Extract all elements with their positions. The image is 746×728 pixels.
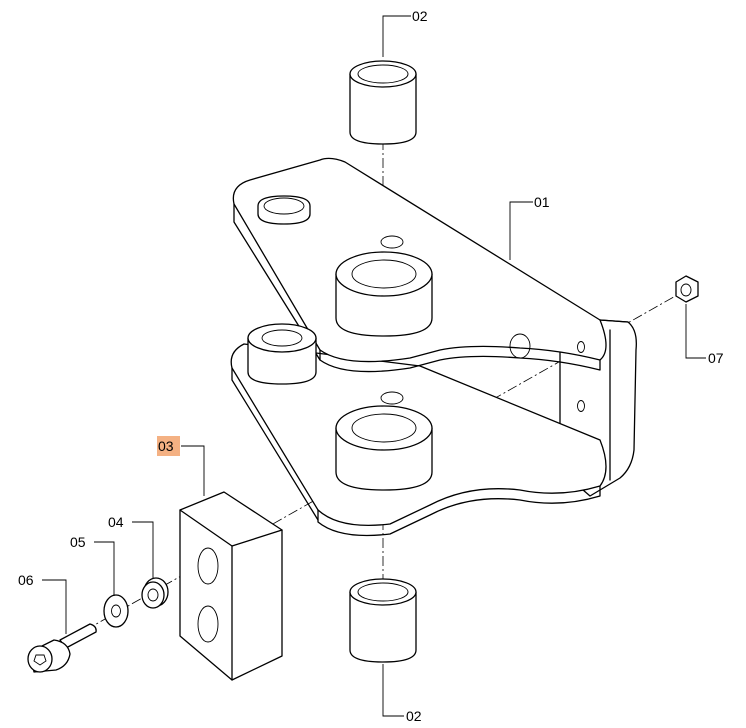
callout-label-05: 05 [70,534,86,550]
callout-label-06: 06 [18,572,34,588]
callout-label-07: 07 [708,350,724,366]
bushing-bottom-part-02 [349,578,417,663]
callout-label-03: 03 [158,438,174,454]
callout-label-04: 04 [108,514,124,530]
callout-label-02-bottom: 02 [406,708,422,724]
callout-03-highlight [157,436,180,456]
bushing-top-part-02 [349,60,417,145]
callout-label-02-top: 02 [412,8,428,24]
block-part-03 [179,491,283,681]
nut-part-07 [675,275,699,303]
bracket-part-01 [230,157,637,537]
screw-part-06 [27,623,97,673]
spacer-part-04 [141,577,169,609]
washer-part-05 [103,594,129,628]
callout-label-01: 01 [534,194,550,210]
leader-lines [42,15,706,717]
